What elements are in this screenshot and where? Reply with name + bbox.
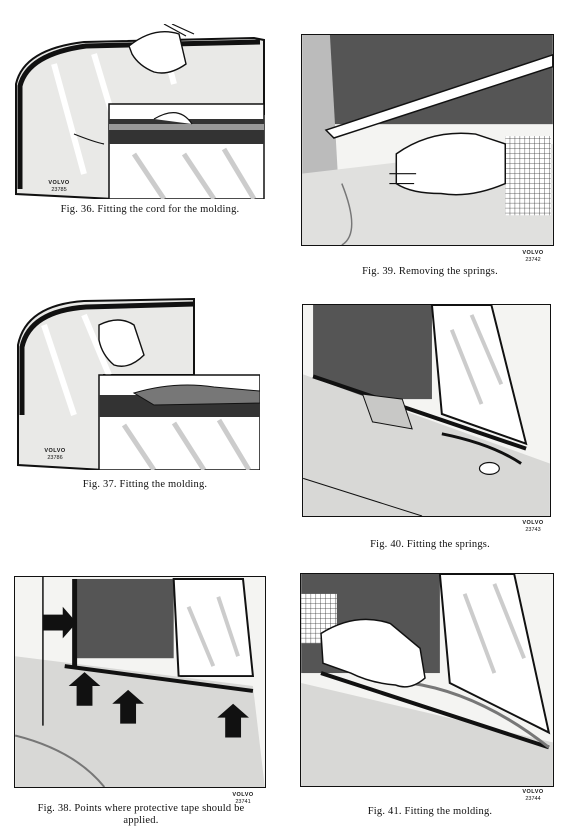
fig-40-caption: Fig. 40. Fitting the springs. bbox=[370, 539, 490, 550]
figure-36-illustration bbox=[14, 24, 268, 199]
figure-37-illustration bbox=[14, 295, 260, 470]
drawing-code: 23786 bbox=[47, 454, 63, 461]
brand-text: VOLVO bbox=[232, 792, 254, 798]
brand-text: VOLVO bbox=[44, 448, 66, 454]
fig-37-caption: Fig. 37. Fitting the molding. bbox=[82, 479, 208, 490]
figure-38-illustration bbox=[14, 576, 266, 788]
fig-41-caption: Fig. 41. Fitting the molding. bbox=[367, 806, 493, 817]
figure-39-illustration bbox=[301, 34, 554, 246]
drawing-code: 23743 bbox=[525, 526, 541, 533]
protective-tape-points-drawing bbox=[15, 577, 265, 787]
brand-text: VOLVO bbox=[48, 180, 70, 186]
fig-37-volvo-mark: VOLVO 23786 bbox=[40, 448, 70, 461]
drawing-code: 23741 bbox=[235, 798, 251, 805]
figure-41-illustration bbox=[300, 573, 554, 787]
fig-36-caption: Fig. 36. Fitting the cord for the moldin… bbox=[60, 204, 240, 215]
fig-36-volvo-mark: VOLVO 23785 bbox=[44, 180, 74, 193]
fig-40-volvo-mark: VOLVO 23743 bbox=[518, 520, 548, 533]
windshield-molding-drawing bbox=[17, 297, 260, 470]
fitting-springs-drawing bbox=[303, 305, 550, 516]
fig-38-volvo-mark: VOLVO 23741 bbox=[228, 792, 258, 805]
fig-38-caption: Fig. 38. Points where protective tape sh… bbox=[37, 803, 245, 826]
drawing-code: 23785 bbox=[51, 186, 67, 193]
windshield-cord-drawing bbox=[15, 24, 265, 199]
fig-39-caption: Fig. 39. Removing the springs. bbox=[362, 266, 498, 277]
drawing-code: 23744 bbox=[525, 795, 541, 802]
brand-text: VOLVO bbox=[522, 789, 544, 795]
removing-springs-drawing bbox=[302, 35, 553, 245]
brand-text: VOLVO bbox=[522, 250, 544, 256]
figure-40-illustration bbox=[302, 304, 551, 517]
fig-41-volvo-mark: VOLVO 23744 bbox=[518, 789, 548, 802]
fig-39-volvo-mark: VOLVO 23742 bbox=[518, 250, 548, 263]
brand-text: VOLVO bbox=[522, 520, 544, 526]
fitting-molding-drawing bbox=[301, 574, 553, 786]
drawing-code: 23742 bbox=[525, 256, 541, 263]
